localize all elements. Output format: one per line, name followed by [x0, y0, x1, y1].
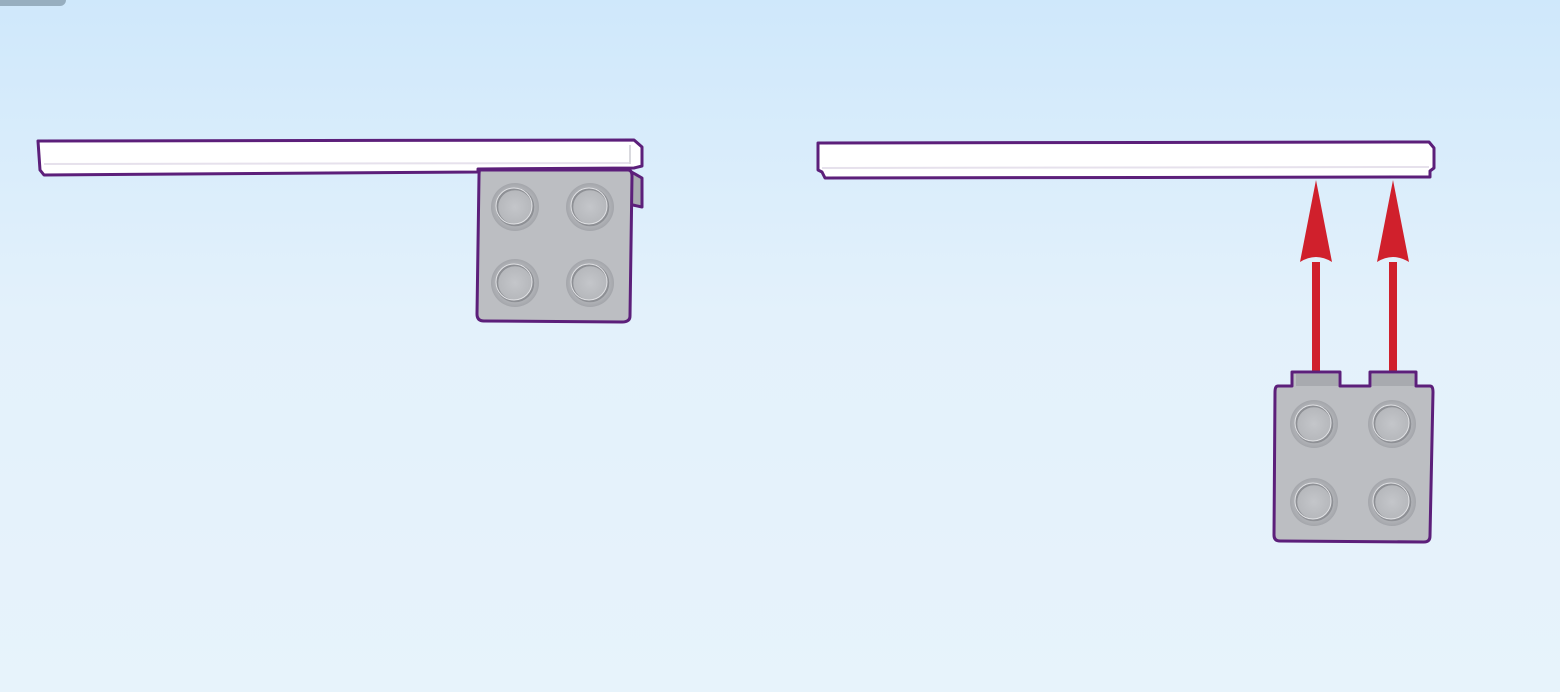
stud — [1290, 478, 1338, 526]
plate-assembled — [36, 138, 644, 177]
arrow-up-icon — [1300, 180, 1332, 372]
stud — [1368, 478, 1416, 526]
stud — [566, 259, 614, 307]
step-exploded — [816, 140, 1436, 544]
plate-exploded — [816, 140, 1436, 180]
plate-body — [816, 140, 1436, 180]
plate-body — [36, 138, 644, 177]
stud — [491, 259, 539, 307]
stud — [491, 183, 539, 231]
brick-2x2-exploded — [1272, 370, 1435, 544]
stud — [1290, 400, 1338, 448]
stud-top — [1372, 374, 1414, 386]
arrow-up-icon — [1377, 180, 1409, 372]
stud-top — [1296, 374, 1338, 386]
step-assembled — [36, 138, 644, 324]
brick-2x2-assembled — [475, 168, 634, 324]
stud — [1368, 400, 1416, 448]
corner-tab[interactable] — [0, 0, 66, 6]
stud — [566, 183, 614, 231]
